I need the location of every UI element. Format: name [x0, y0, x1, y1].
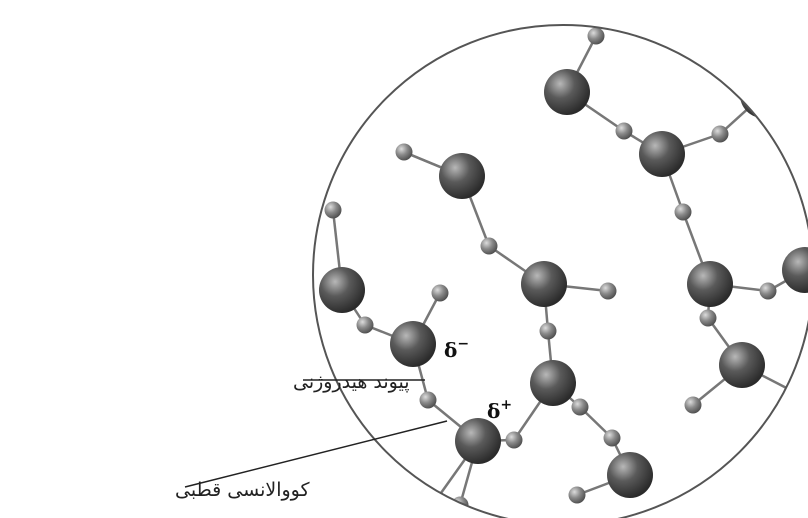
- hydrogen-atom: [759, 282, 777, 300]
- hydrogen-atom: [603, 429, 621, 447]
- oxygen-atom: [530, 360, 576, 406]
- hydrogen-atom: [711, 125, 729, 143]
- oxygen-atom: [521, 261, 567, 307]
- oxygen-atom: [719, 342, 765, 388]
- oxygen-atom: [687, 261, 733, 307]
- hydrogen-atom: [324, 201, 342, 219]
- hydrogen-atom: [419, 391, 437, 409]
- hydrogen-atom: [599, 282, 617, 300]
- hydrogen-atom: [395, 143, 413, 161]
- molecule-network: [319, 27, 808, 514]
- oxygen-atom: [455, 418, 501, 464]
- delta-plus-sign: +: [500, 397, 512, 413]
- hydrogen-atom: [674, 203, 692, 221]
- delta-minus-label: δ−: [444, 336, 469, 362]
- hydrogen-atom: [431, 284, 449, 302]
- oxygen-atom: [639, 131, 685, 177]
- oxygen-atom: [607, 452, 653, 498]
- oxygen-atom: [544, 69, 590, 115]
- polar-covalent-leader-line: [184, 420, 448, 488]
- hydrogen-atom: [539, 322, 557, 340]
- oxygen-atom: [319, 267, 365, 313]
- delta-plus-symbol: δ: [487, 399, 500, 423]
- hydrogen-atom: [699, 309, 717, 327]
- delta-minus-sign: −: [457, 336, 469, 352]
- hydrogen-atom: [684, 396, 702, 414]
- hydrogen-atom: [568, 486, 586, 504]
- delta-plus-label: δ+: [487, 397, 512, 423]
- hydrogen-atom: [571, 398, 589, 416]
- oxygen-atom: [439, 153, 485, 199]
- atoms: [319, 27, 808, 514]
- hydrogen-atom: [480, 237, 498, 255]
- hydrogen-atom: [356, 316, 374, 334]
- hydrogen-atom: [615, 122, 633, 140]
- oxygen-atom: [740, 72, 786, 118]
- oxygen-atom: [390, 321, 436, 367]
- hydrogen-bond-label: پیوند هیدروژنی: [293, 371, 410, 393]
- oxygen-atom: [782, 247, 808, 293]
- hydrogen-atom: [505, 431, 523, 449]
- circle-boundary: [312, 24, 808, 518]
- delta-minus-symbol: δ: [444, 338, 457, 362]
- hydrogen-atom: [587, 27, 605, 45]
- polar-covalent-label: کووالانسی قطبی: [175, 479, 310, 501]
